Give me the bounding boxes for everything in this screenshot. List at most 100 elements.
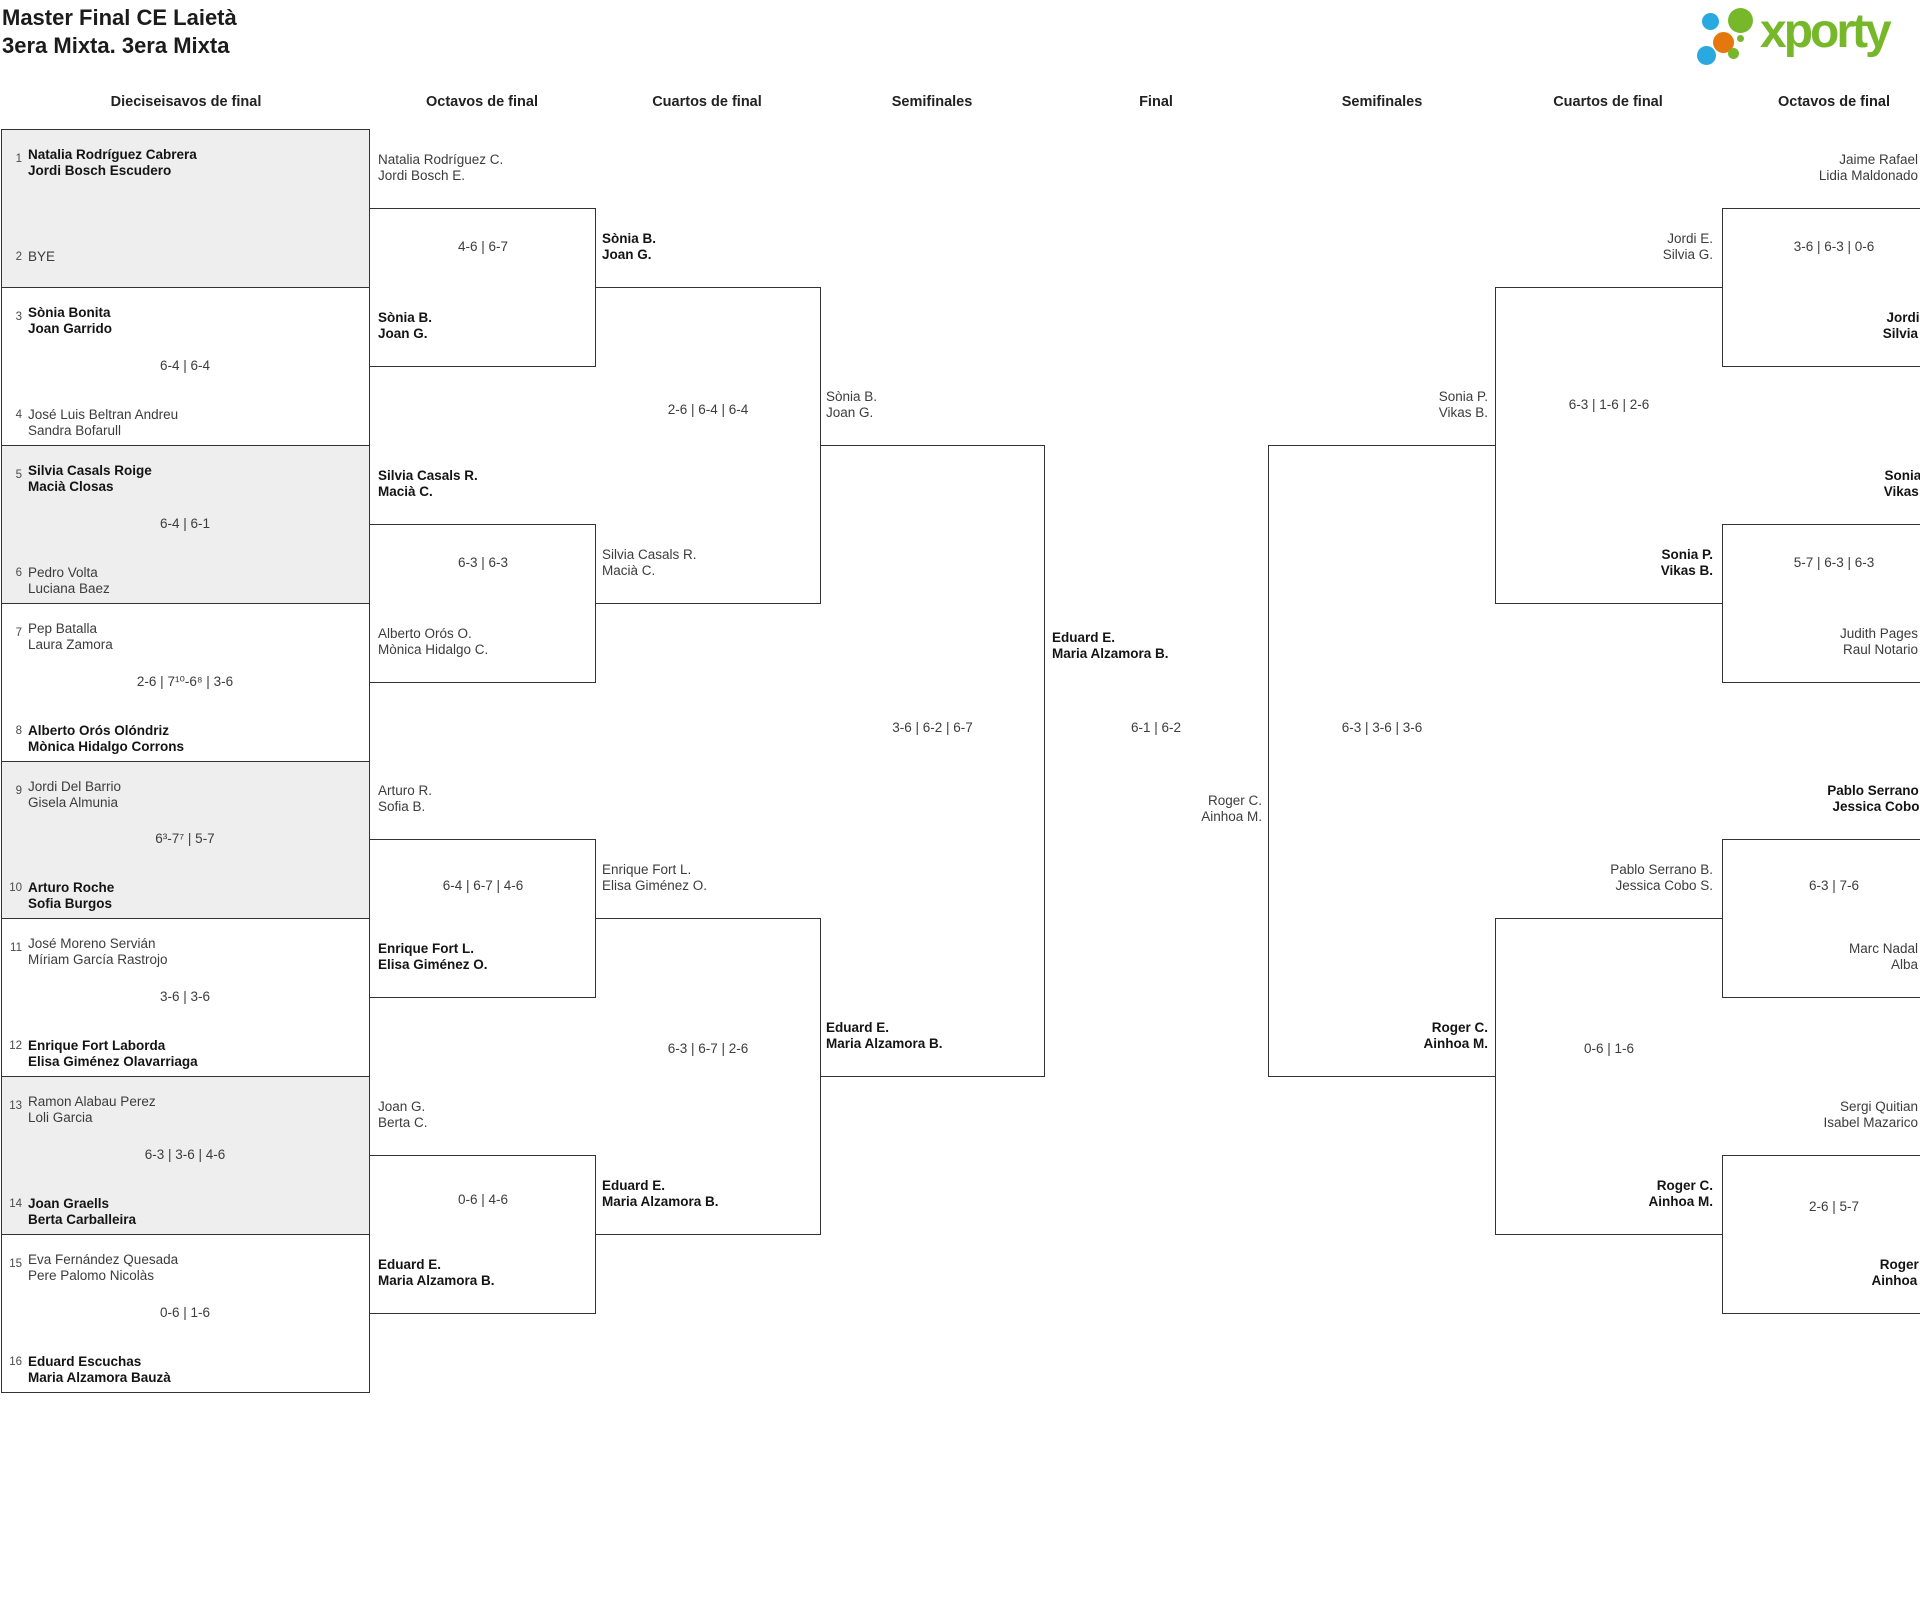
seed-number: 5	[15, 469, 22, 481]
octavos-right-4-box[interactable]	[1722, 1155, 1920, 1314]
r16-match-8-box[interactable]	[1, 1234, 370, 1393]
round-header-cuartos-right: Cuartos de final	[1553, 94, 1663, 110]
match-score: 3-6 | 3-6	[159, 989, 211, 1004]
semifinal-right-box[interactable]	[1268, 445, 1496, 1077]
logo-wordmark: xporty	[1760, 5, 1892, 58]
team-pair-label: Sònia B.Joan G.	[602, 231, 657, 262]
seed-number: 7	[15, 627, 22, 639]
team-pair-label: Roger C.Ainhoa M.	[1648, 1178, 1714, 1209]
match-score: 6-4 | 6-1	[159, 516, 211, 531]
match-score: 6-3 | 6-3	[457, 555, 509, 570]
match-score: 6³-7⁷ | 5-7	[155, 831, 215, 846]
octavos-left-3-box[interactable]	[370, 839, 596, 998]
team-pair-label: Silvia Casals R.Macià C.	[378, 468, 478, 499]
match-score: 6-3 | 3-6 | 4-6	[144, 1147, 226, 1162]
round-header-final: Final	[1139, 94, 1173, 110]
semifinal-left-box[interactable]	[820, 445, 1045, 1077]
seed-number: 8	[15, 725, 22, 737]
match-score: 0-6 | 1-6	[1583, 1041, 1635, 1056]
octavos-left-4-box[interactable]	[370, 1155, 596, 1314]
match-score: 3-6 | 6-2 | 6-7	[892, 720, 973, 735]
match-score: 0-6 | 1-6	[159, 1305, 211, 1320]
match-score: 3-6 | 6-3 | 0-6	[1793, 239, 1875, 254]
seed-number: 12	[9, 1040, 22, 1052]
seed-number: 16	[9, 1356, 22, 1368]
octavos-left-2-box[interactable]	[370, 524, 596, 683]
logo-dot-orange-icon	[1713, 32, 1734, 53]
r16-match-1-box[interactable]	[1, 129, 370, 288]
team-pair-label: Roger C.Ainhoa M.	[1201, 793, 1262, 824]
team-pair-label: Roger C.Ainhoa M.	[1871, 1257, 1920, 1288]
round-header-octavos-right: Octavos de final	[1777, 94, 1890, 110]
team-pair-label: Natalia Rodríguez C.Jordi Bosch E.	[378, 152, 504, 183]
cuartos-right-2-box[interactable]	[1495, 918, 1723, 1235]
round-header-cuartos-left: Cuartos de final	[652, 94, 762, 110]
logo-dot-green-tiny-icon	[1737, 35, 1744, 42]
team-pair-label: Enrique Fort L.Elisa Giménez O.	[378, 941, 488, 972]
team-pair-label: Pablo Serrano B.Jessica Cobo S.	[1827, 783, 1920, 814]
tournament-subtitle: 3era Mixta. 3era Mixta	[2, 33, 230, 58]
match-score: 2-6 | 7¹⁰-6⁸ | 3-6	[136, 674, 234, 689]
round-header-dieciseisavos: Dieciseisavos de final	[110, 94, 262, 110]
octavos-right-2-box[interactable]	[1722, 524, 1920, 683]
round-header-octavos-left: Octavos de final	[425, 94, 538, 110]
octavos-left-1-box[interactable]	[370, 208, 596, 367]
octavos-right-1-box[interactable]	[1722, 208, 1920, 367]
team-pair-label: Eduard E.Maria Alzamora B.	[602, 1178, 719, 1209]
match-score: 2-6 | 6-4 | 6-4	[667, 402, 749, 417]
match-score: 6-1 | 6-2	[1130, 720, 1182, 735]
match-score: 6-3 | 3-6 | 3-6	[1341, 720, 1423, 735]
seed-number: 2	[15, 251, 22, 263]
team-pair-label: Joan G.Berta C.	[378, 1099, 428, 1130]
xporty-logo[interactable]: xporty	[1690, 2, 1918, 72]
logo-dot-green-big-icon	[1728, 8, 1753, 33]
team-pair-label: Roger C.Ainhoa M.	[1423, 1020, 1489, 1051]
match-score: 5-7 | 6-3 | 6-3	[1793, 555, 1875, 570]
team-pair-label: Arturo R.Sofia B.	[378, 783, 433, 814]
team-pair-label: Eduard E.Maria Alzamora B.	[1052, 630, 1169, 661]
team-pair-label: Jordi E.Silvia G.	[1882, 310, 1920, 341]
match-score: 6-3 | 7-6	[1808, 878, 1860, 893]
tournament-title: Master Final CE Laietà	[2, 5, 237, 30]
seed-number: 1	[15, 153, 22, 165]
seed-number: 11	[10, 942, 22, 954]
team-pair-label: Enrique Fort L.Elisa Giménez O.	[602, 862, 708, 893]
team-pair-label: Sònia B.Joan G.	[826, 389, 878, 420]
round-header-semifinales-left: Semifinales	[891, 94, 973, 110]
match-score: 4-6 | 6-7	[457, 239, 509, 254]
match-score: 0-6 | 4-6	[457, 1192, 509, 1207]
team-pair-label: Eduard E.Maria Alzamora B.	[378, 1257, 495, 1288]
cuartos-right-1-box[interactable]	[1495, 287, 1723, 604]
r16-match-5-box[interactable]	[1, 761, 370, 919]
match-score: 2-6 | 5-7	[1808, 1199, 1860, 1214]
team-pair-label: Pablo Serrano B.Jessica Cobo S.	[1610, 862, 1713, 893]
match-score: 6-4 | 6-4	[159, 358, 211, 373]
team-pair-label: Sonia P.Vikas B.	[1438, 389, 1488, 420]
octavos-right-3-box[interactable]	[1722, 839, 1920, 998]
logo-dot-blue-top-icon	[1702, 13, 1719, 30]
team-pair-label: Eduard E.Maria Alzamora B.	[826, 1020, 943, 1051]
match-score: 6-4 | 6-7 | 4-6	[442, 878, 524, 893]
team-pair-label: Alberto Orós O.Mònica Hidalgo C.	[378, 626, 489, 657]
team-pair-label: Jordi E.Silvia G.	[1662, 231, 1713, 262]
r16-match-7-box[interactable]	[1, 1076, 370, 1235]
seed-number: 6	[15, 567, 22, 579]
seed-number: 14	[9, 1198, 22, 1210]
